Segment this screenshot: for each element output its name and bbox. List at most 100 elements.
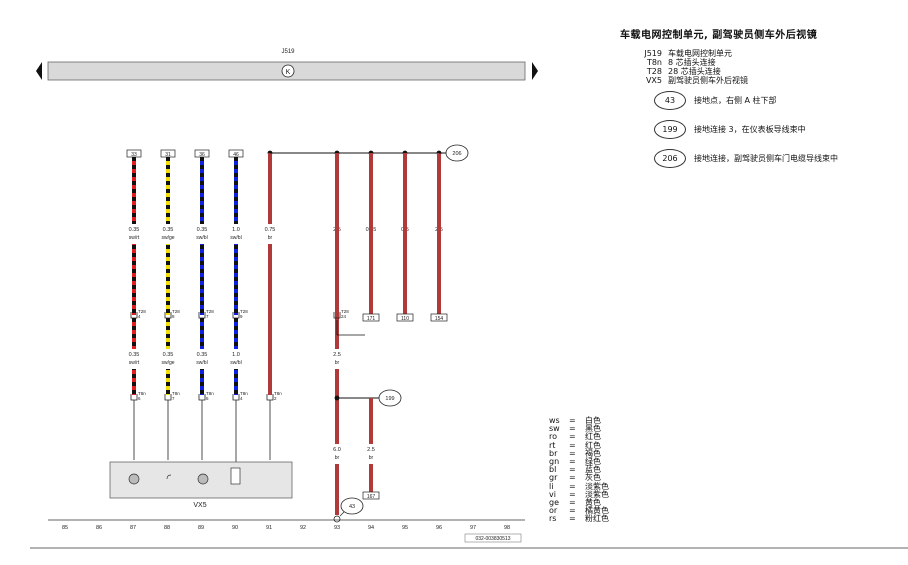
grid-number: 90 [232, 525, 238, 531]
ground-item: 43 接地点，右侧 A 柱下部 [620, 91, 904, 110]
color-code: gn [549, 457, 560, 467]
color-code: rt [549, 440, 556, 450]
ref-box [362, 491, 380, 500]
color-name: 橘黄色 [585, 506, 609, 516]
doc-code: 032-003830513 [475, 536, 510, 542]
connector-pin: 2 [274, 396, 277, 401]
color-equals: = [569, 448, 576, 458]
legend-code: T8n [646, 58, 662, 67]
diagram-title: 车载电网控制单元, 副驾驶员侧车外后视镜 [620, 30, 818, 41]
color-name: 黄色 [585, 498, 601, 508]
color-equals: = [569, 473, 576, 483]
mirror-label: VX5 [193, 502, 206, 509]
wire-color-code: sw/rt [129, 360, 140, 366]
grid-number: 97 [470, 525, 476, 531]
color-name: 红色 [585, 432, 601, 442]
color-equals: = [569, 424, 576, 434]
wire-size: 0.35 [197, 227, 208, 233]
connector-label: T8n [138, 391, 146, 396]
color-code-row: gn = 绿色 [549, 457, 609, 467]
connector-icon [333, 312, 341, 319]
color-equals: = [569, 481, 576, 491]
color-equals: = [569, 457, 576, 467]
pin-number: 33 [131, 152, 137, 158]
connector-pin: 5 [206, 396, 209, 401]
label-bg [118, 349, 150, 369]
color-code-row: bl=蓝色 [549, 466, 609, 474]
label-bg [152, 349, 184, 369]
grid-number: 92 [300, 525, 306, 531]
grid-number: 95 [402, 525, 408, 531]
label-bg [321, 444, 353, 464]
legend-code: J519 [644, 49, 662, 58]
color-code: or [549, 506, 558, 516]
wire-joint-icon [166, 474, 172, 480]
ground-number: 199 [654, 120, 686, 139]
color-code: vi [549, 489, 556, 499]
color-name: 绿色 [585, 457, 601, 467]
label-bg [220, 349, 252, 369]
color-code: ge [549, 498, 559, 508]
wire-color-code: sw/ge [161, 235, 174, 241]
ground-ref: 199 [385, 396, 394, 402]
component-symbol: K [286, 69, 291, 76]
wire-color-code: sw/ge [161, 360, 174, 366]
ref-number: 167 [367, 494, 376, 500]
label-bg [186, 349, 218, 369]
color-code-row: or=橘黄色 [549, 507, 609, 515]
legend-desc: 8 芯插头连接 [668, 58, 716, 67]
grid-number: 98 [504, 525, 510, 531]
connector-label: T28 [206, 309, 214, 314]
wire-color-code: sw/bl [196, 235, 207, 241]
color-name: 褐色 [585, 448, 601, 458]
color-code-row: li=淡紫色 [549, 481, 609, 491]
grid-number: 91 [266, 525, 272, 531]
pin-number: 46 [233, 152, 239, 158]
ground-ref-icon [378, 389, 402, 407]
legend-item: T8n 8 芯插头连接 [620, 58, 904, 67]
ground-point-icon [333, 515, 341, 523]
grid-number: 89 [198, 525, 204, 531]
ref-box [430, 313, 448, 322]
color-code: gr [549, 473, 558, 483]
label-bg [118, 224, 150, 244]
color-code: li [549, 481, 554, 491]
mirror-component: VX5 [109, 461, 293, 509]
wire-layer: 330.35sw/rtT2840.35sw/rtT8n6310.35sw/geT… [118, 144, 469, 523]
color-code-row: ge=黄色 [549, 498, 609, 508]
color-equals: = [569, 440, 576, 450]
wire-color-code: sw/rt [129, 235, 140, 241]
wire-size: 6.0 [333, 447, 341, 453]
label-bg [220, 224, 252, 244]
color-code-row: vi=淡紫色 [549, 489, 609, 499]
label-bg [186, 224, 218, 244]
connector-label: T28 [240, 309, 248, 314]
control-unit-bar: K J519 [36, 49, 538, 81]
wire-color-code: sw/bl [230, 360, 241, 366]
ground-ref: 43 [349, 504, 355, 510]
color-name: 红色 [585, 440, 601, 450]
legend-desc: 副驾驶员侧车外后视镜 [668, 76, 748, 85]
color-name: 灰色 [585, 473, 601, 483]
wire-size: 1.0 [232, 227, 240, 233]
ground-desc: 接地点，右侧 A 柱下部 [694, 96, 777, 105]
wire-size: 2.5 [367, 447, 375, 453]
ground-number: 43 [654, 91, 686, 110]
grid-number: 93 [334, 525, 340, 531]
color-code: ro [549, 432, 558, 442]
connector-label: T28 [138, 309, 146, 314]
legend-desc: 车载电网控制单元 [668, 49, 732, 58]
label-bg [321, 349, 353, 369]
ref-number: 171 [367, 316, 376, 322]
grid-number: 87 [130, 525, 136, 531]
color-equals: = [569, 416, 576, 425]
connector-label: T8n [172, 391, 180, 396]
color-code-row: ro=红色 [549, 433, 609, 441]
label-bg [355, 444, 387, 464]
